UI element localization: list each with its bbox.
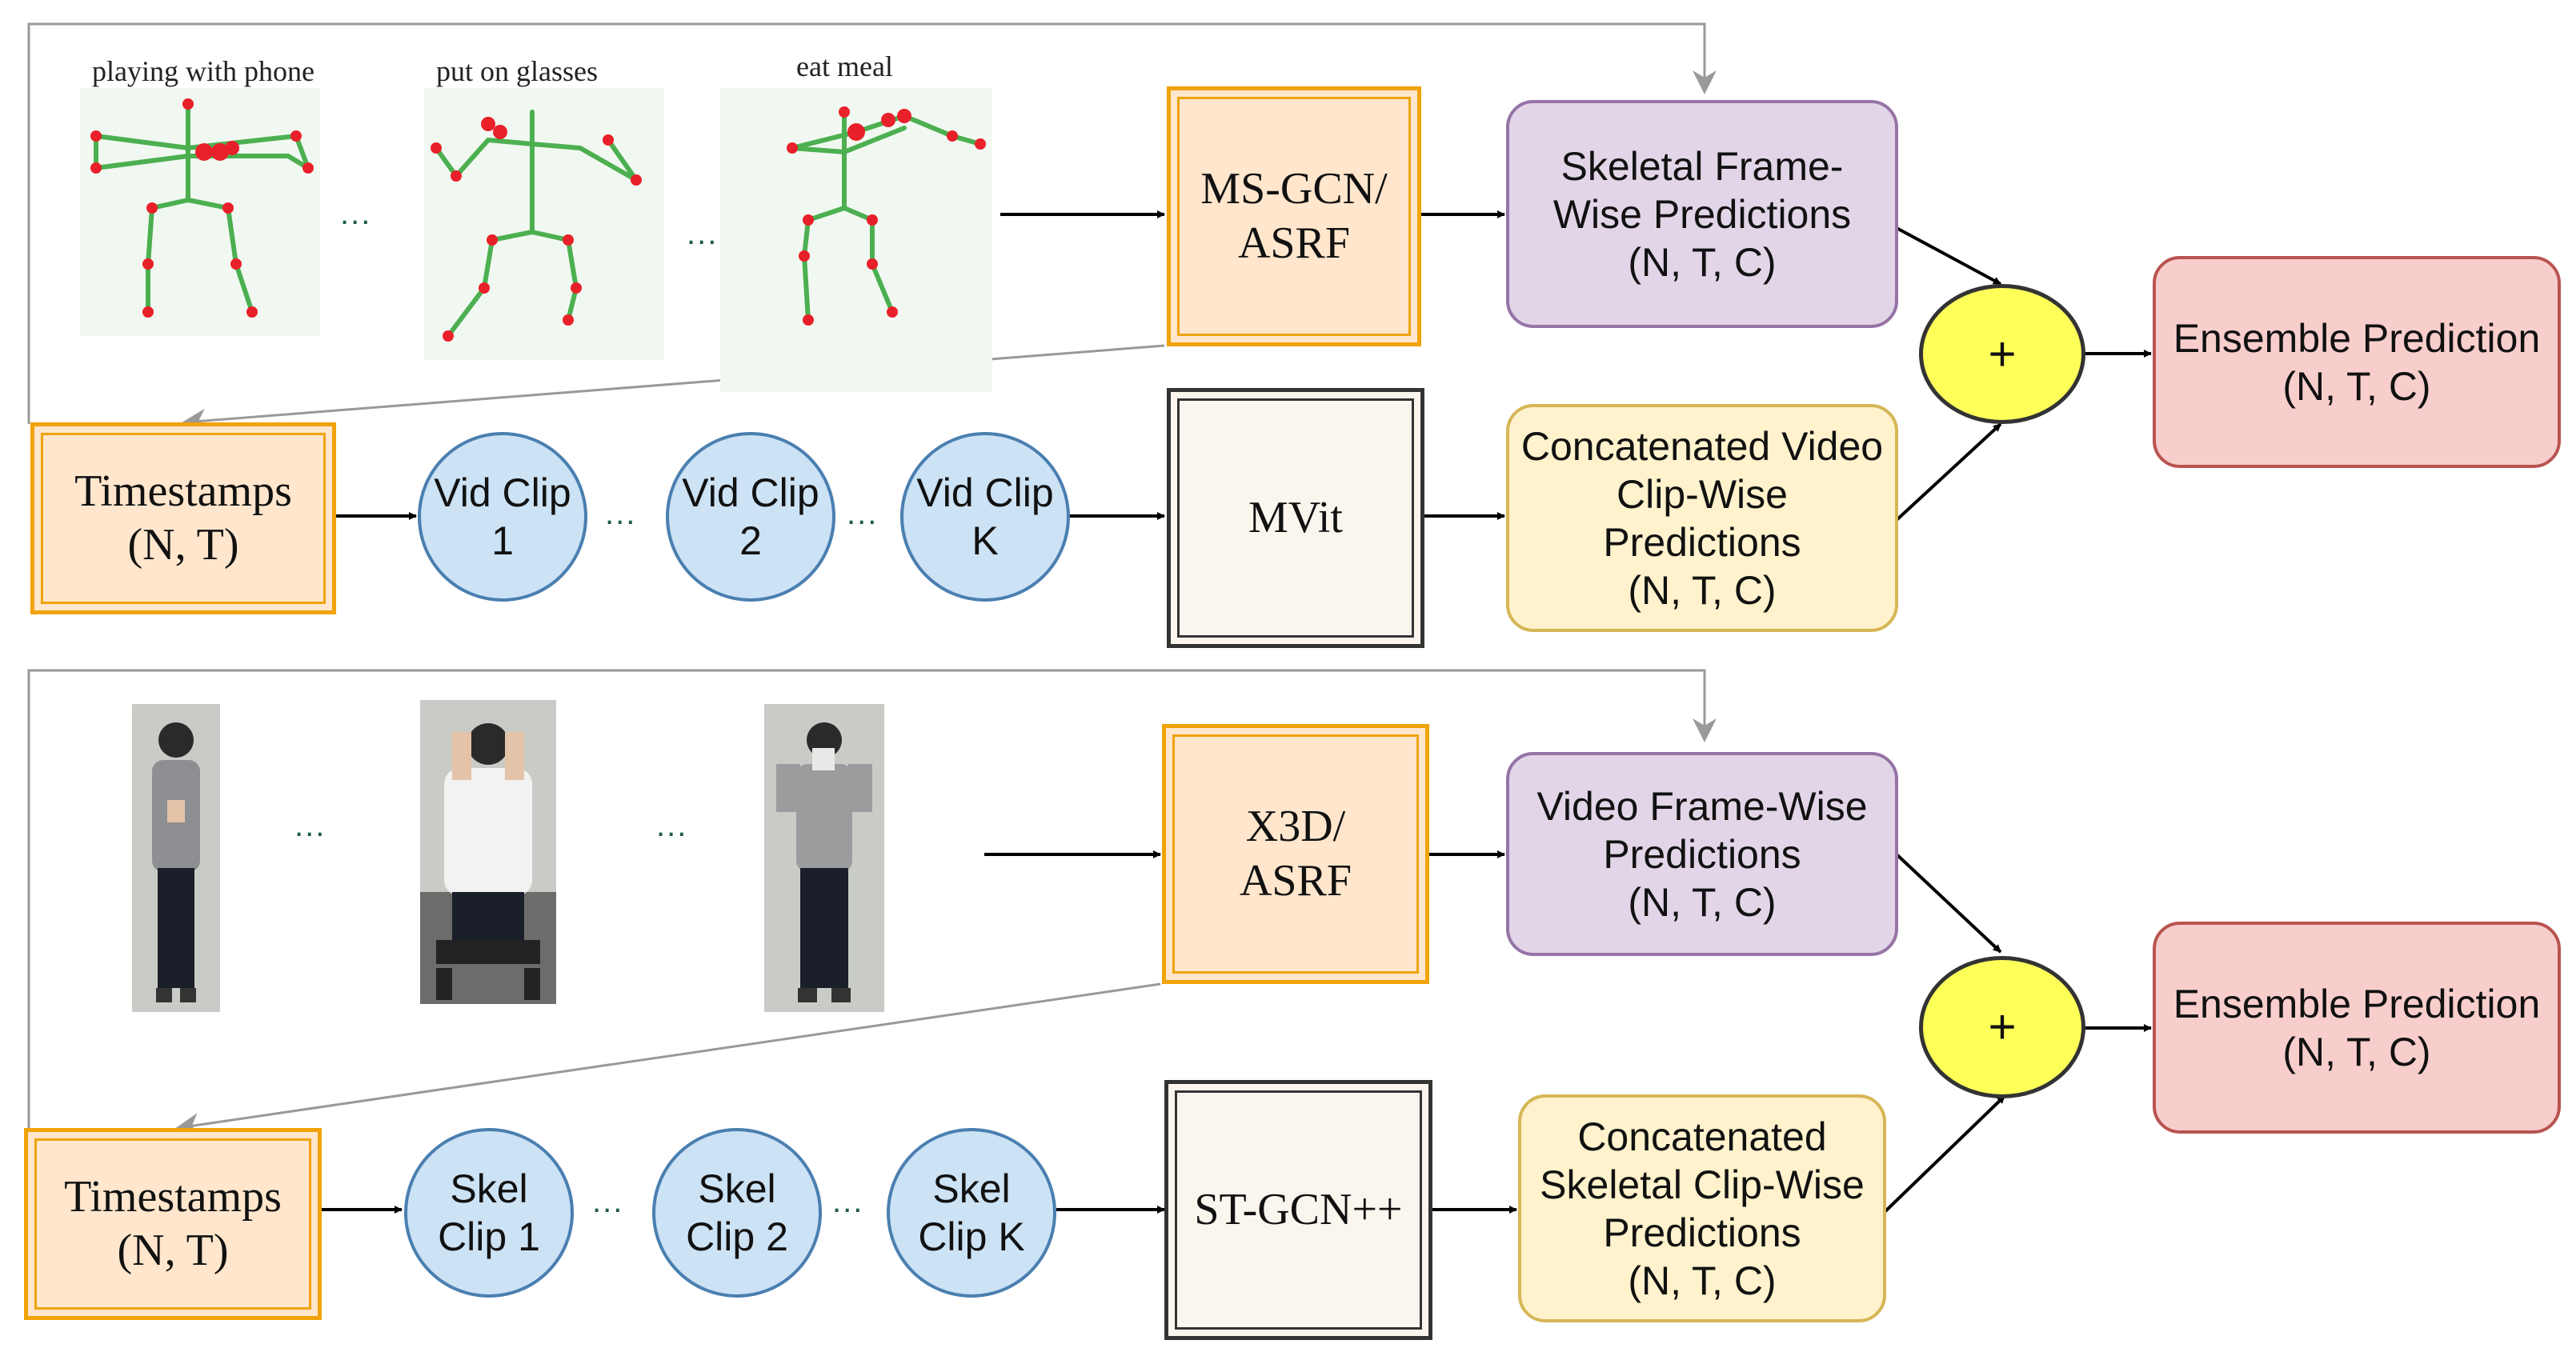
skel-clip-k: Skel Clip K (887, 1128, 1056, 1298)
video-frame-phone (132, 704, 220, 1012)
vid-clip-1: Vid Clip 1 (418, 432, 587, 602)
ensemble-prediction-bottom: Ensemble Prediction (N, T, C) (2153, 922, 2561, 1134)
arrow-concskel-to-plus-bottom (1883, 1094, 2006, 1214)
feedback-loop-bottom (27, 669, 1717, 1128)
ellipsis-bottom-2: ... (656, 808, 688, 843)
x3d-asrf-box: X3D/ ASRF (1162, 724, 1429, 984)
arrow-concvid-to-plus-top (1895, 422, 2002, 522)
skeleton-figures (90, 98, 986, 342)
timestamps-top: Timestamps (N, T) (30, 422, 336, 614)
ensemble-prediction-top: Ensemble Prediction (N, T, C) (2153, 256, 2561, 468)
video-frame-glasses (420, 700, 556, 1004)
video-frame-wise-predictions: Video Frame-Wise Predictions (N, T, C) (1506, 752, 1898, 956)
skeletal-frame-wise-predictions: Skeletal Frame- Wise Predictions (N, T, … (1506, 100, 1898, 328)
action-caption-meal: eat meal (796, 50, 893, 82)
ellipsis-top-2: ... (687, 216, 719, 251)
person-figure-2 (420, 723, 556, 1004)
ellipsis-clips-top-1: ... (605, 496, 637, 531)
arrow-x3d-to-timestamps-bottom (175, 982, 1161, 1137)
ellipsis-clips-top-2: ... (847, 496, 879, 531)
skel-clip-1: Skel Clip 1 (404, 1128, 574, 1298)
arrow-vidpred-to-plus-bottom (1895, 853, 2002, 954)
vid-clip-2: Vid Clip 2 (666, 432, 835, 602)
arrow-msgcn-to-timestamps-top (182, 344, 1165, 433)
timestamps-bottom: Timestamps (N, T) (24, 1128, 322, 1320)
ellipsis-top-1: ... (340, 196, 372, 231)
arrow-skelpred-to-plus-top (1896, 226, 2001, 286)
ellipsis-clips-bottom-1: ... (592, 1184, 624, 1219)
vid-clip-k: Vid Clip K (900, 432, 1070, 602)
concatenated-video-clip-wise-predictions: Concatenated Video Clip-Wise Predictions… (1506, 404, 1898, 632)
action-caption-phone: playing with phone (92, 55, 314, 87)
feedback-loop-top (27, 22, 1717, 424)
ensemble-plus-bottom: + (1919, 956, 2085, 1098)
video-frame-meal (764, 704, 884, 1012)
st-gcn-plus-plus-box: ST-GCN++ (1164, 1080, 1432, 1340)
concatenated-skeletal-clip-wise-predictions: Concatenated Skeletal Clip-Wise Predicti… (1518, 1094, 1886, 1322)
person-figure-1 (152, 722, 200, 1002)
skeleton-frame-phone (80, 88, 320, 336)
ensemble-plus-top: + (1919, 284, 2085, 424)
ellipsis-clips-bottom-2: ... (832, 1184, 864, 1219)
skel-clip-2: Skel Clip 2 (652, 1128, 822, 1298)
ellipsis-bottom-1: ... (294, 808, 327, 843)
action-caption-glasses: put on glasses (436, 55, 598, 87)
mvit-box: MVit (1167, 388, 1424, 648)
person-figure-3 (776, 722, 872, 1002)
ms-gcn-asrf-box: MS-GCN/ ASRF (1167, 86, 1421, 346)
